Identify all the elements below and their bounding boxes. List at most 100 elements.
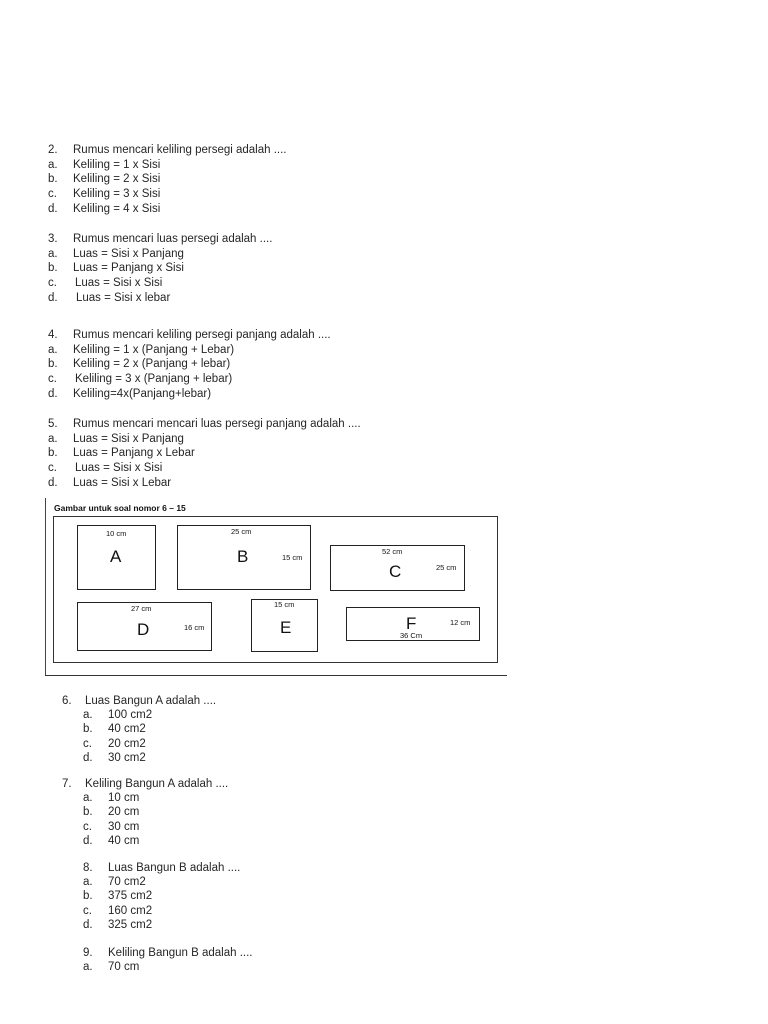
option-text: 70 cm2 <box>108 876 146 889</box>
shape-a: 10 cm A <box>77 525 156 590</box>
shape-e-top-label: 15 cm <box>274 600 295 609</box>
option-text: Keliling = 1 x (Panjang + Lebar) <box>73 343 235 356</box>
option-letter: c. <box>83 737 92 750</box>
question-text: Rumus mencari keliling persegi adalah ..… <box>73 144 287 156</box>
option-letter: c. <box>48 462 57 475</box>
option-text: 70 cm <box>108 961 140 974</box>
option-letter: c. <box>83 820 92 833</box>
option-letter: a. <box>83 709 93 722</box>
option-letter: a. <box>83 961 93 974</box>
option-letter: c. <box>48 277 57 290</box>
option-text: 30 cm2 <box>108 751 146 764</box>
question-number: 3. <box>48 233 58 245</box>
shape-f: F 36 Cm 12 cm <box>346 607 480 641</box>
shape-c-letter: C <box>389 562 402 581</box>
question-number: 9. <box>83 947 93 959</box>
option-text: 325 cm2 <box>108 918 153 931</box>
question-text: Rumus mencari keliling persegi panjang a… <box>73 329 331 341</box>
shape-b: 25 cm B 15 cm <box>177 525 311 590</box>
option-letter: a. <box>48 343 58 356</box>
question-number: 7. <box>62 778 72 790</box>
option-letter: c. <box>83 904 92 917</box>
question-text: Keliling Bangun B adalah .... <box>108 947 253 959</box>
option-text: 20 cm2 <box>108 737 146 750</box>
question-number: 5. <box>48 418 58 430</box>
question-number: 2. <box>48 144 58 156</box>
shape-d: 27 cm D 16 cm <box>77 602 212 651</box>
option-text: 375 cm2 <box>108 890 153 903</box>
shape-d-letter: D <box>137 620 150 639</box>
shape-b-side-label: 15 cm <box>282 553 303 562</box>
option-letter: b. <box>83 890 93 903</box>
option-letter: c. <box>48 188 57 201</box>
option-text: 160 cm2 <box>108 904 153 917</box>
option-letter: d. <box>48 202 58 215</box>
option-text: 30 cm <box>108 820 140 833</box>
shape-c-side-label: 25 cm <box>436 563 457 572</box>
shape-e: 15 cm E <box>251 599 318 652</box>
option-text: Keliling = 1 x Sisi <box>73 158 161 171</box>
option-letter: a. <box>48 432 58 445</box>
option-letter: a. <box>48 247 58 260</box>
figure-frame: 10 cm A 25 cm B 15 cm 52 cm C 25 cm 27 c… <box>53 516 498 663</box>
shape-a-letter: A <box>110 547 122 566</box>
option-letter: d. <box>83 834 93 847</box>
option-text: Luas = Panjang x Sisi <box>73 262 184 275</box>
shape-e-letter: E <box>280 618 292 637</box>
question-number: 8. <box>83 862 93 874</box>
option-letter: a. <box>83 876 93 889</box>
option-text: Luas = Sisi x lebar <box>76 291 171 304</box>
option-text: Luas = Sisi x Lebar <box>73 476 172 489</box>
shapes-figure: Gambar untuk soal nomor 6 – 15 10 cm A 2… <box>44 498 510 680</box>
option-text: 20 cm <box>108 806 140 819</box>
option-letter: b. <box>48 447 58 460</box>
option-letter: d. <box>48 291 58 304</box>
option-text: Keliling = 2 x Sisi <box>73 173 161 186</box>
shape-b-letter: B <box>237 547 249 566</box>
shape-a-top-label: 10 cm <box>106 529 127 538</box>
question-text: Luas Bangun A adalah .... <box>85 695 217 707</box>
option-letter: b. <box>83 806 93 819</box>
option-letter: b. <box>48 173 58 186</box>
option-text: Keliling = 3 x Sisi <box>73 188 161 201</box>
figure-bottom-rule <box>45 675 507 676</box>
shape-d-side-label: 16 cm <box>184 623 205 632</box>
option-text: Luas = Sisi x Panjang <box>73 247 184 260</box>
shape-c-top-label: 52 cm <box>382 547 403 556</box>
option-text: Luas = Sisi x Sisi <box>75 462 163 475</box>
question-number: 4. <box>48 329 58 341</box>
shape-d-top-label: 27 cm <box>131 604 152 613</box>
shape-f-side-label: 12 cm <box>450 618 471 627</box>
question-text: Rumus mencari luas persegi adalah .... <box>73 233 273 245</box>
shape-b-top-label: 25 cm <box>231 527 252 536</box>
option-text: Luas = Sisi x Sisi <box>75 277 163 290</box>
option-letter: a. <box>83 792 93 805</box>
option-text: Keliling = 3 x (Panjang + lebar) <box>75 373 233 386</box>
option-letter: b. <box>48 262 58 275</box>
question-text: Keliling Bangun A adalah .... <box>85 778 229 790</box>
option-text: Keliling = 4 x Sisi <box>73 202 161 215</box>
shape-f-letter: F <box>406 614 417 633</box>
option-letter: b. <box>83 723 93 736</box>
question-number: 6. <box>62 695 72 707</box>
shape-f-bottom-label: 36 Cm <box>400 631 423 640</box>
option-letter: d. <box>48 387 58 400</box>
option-text: 100 cm2 <box>108 709 153 722</box>
question-text: Luas Bangun B adalah .... <box>108 862 241 874</box>
shape-c: 52 cm C 25 cm <box>330 545 465 591</box>
figure-left-rule <box>45 498 46 676</box>
figure-title: Gambar untuk soal nomor 6 – 15 <box>54 503 186 513</box>
question-text: Rumus mencari mencari luas persegi panja… <box>73 418 361 430</box>
option-text: 10 cm <box>108 792 140 805</box>
option-text: 40 cm <box>108 834 140 847</box>
option-text: Keliling = 2 x (Panjang + lebar) <box>73 358 231 371</box>
option-text: 40 cm2 <box>108 723 146 736</box>
option-letter: b. <box>48 358 58 371</box>
option-letter: a. <box>48 158 58 171</box>
option-text: Luas = Panjang x Lebar <box>73 447 195 460</box>
option-text: Luas = Sisi x Panjang <box>73 432 184 445</box>
option-letter: d. <box>83 918 93 931</box>
option-text: Keliling=4x(Panjang+lebar) <box>73 387 212 400</box>
option-letter: c. <box>48 373 57 386</box>
option-letter: d. <box>83 751 93 764</box>
